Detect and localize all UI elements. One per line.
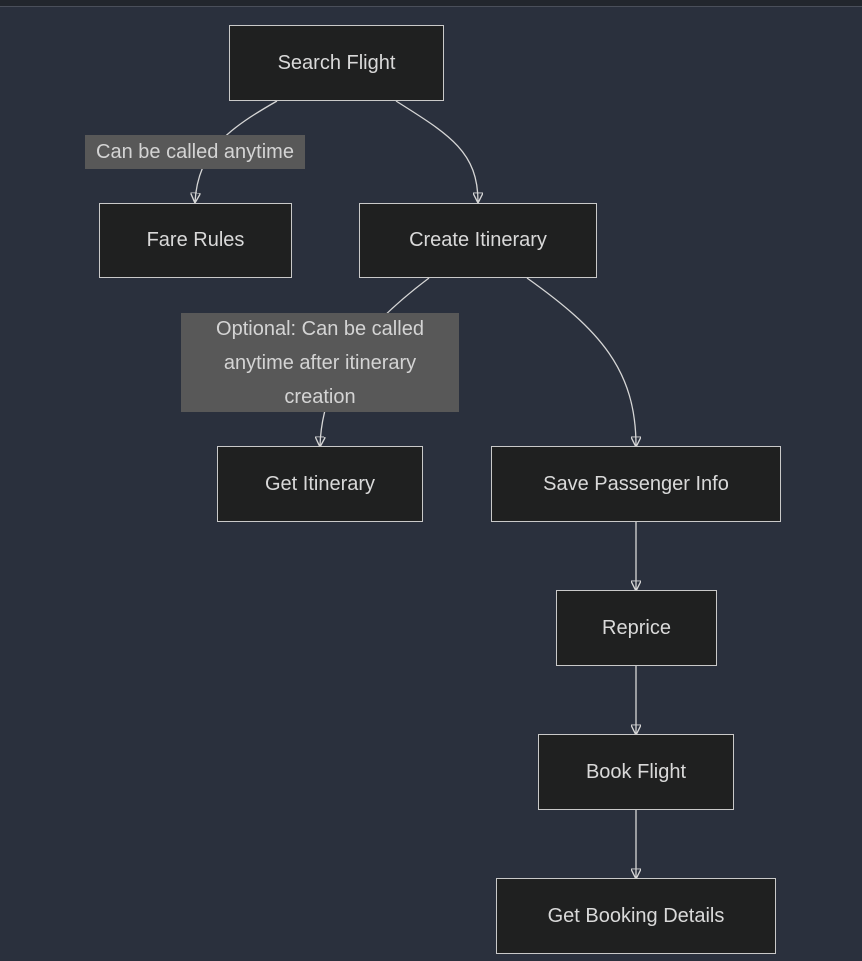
node-search-flight[interactable]: Search Flight — [229, 25, 444, 101]
edge-create-to-save-passenger — [526, 277, 636, 446]
node-create-itinerary[interactable]: Create Itinerary — [359, 203, 597, 278]
node-book-flight[interactable]: Book Flight — [538, 734, 734, 810]
node-save-passenger-info[interactable]: Save Passenger Info — [491, 446, 781, 522]
node-get-booking-details[interactable]: Get Booking Details — [496, 878, 776, 954]
node-get-itinerary[interactable]: Get Itinerary — [217, 446, 423, 522]
edge-label-optional: Optional: Can be called anytime after it… — [181, 313, 459, 412]
edge-search-to-create-itinerary — [395, 100, 478, 202]
node-reprice[interactable]: Reprice — [556, 590, 717, 666]
edge-label-anytime: Can be called anytime — [85, 135, 305, 169]
node-fare-rules[interactable]: Fare Rules — [99, 203, 292, 278]
window-top-bar — [0, 0, 862, 7]
